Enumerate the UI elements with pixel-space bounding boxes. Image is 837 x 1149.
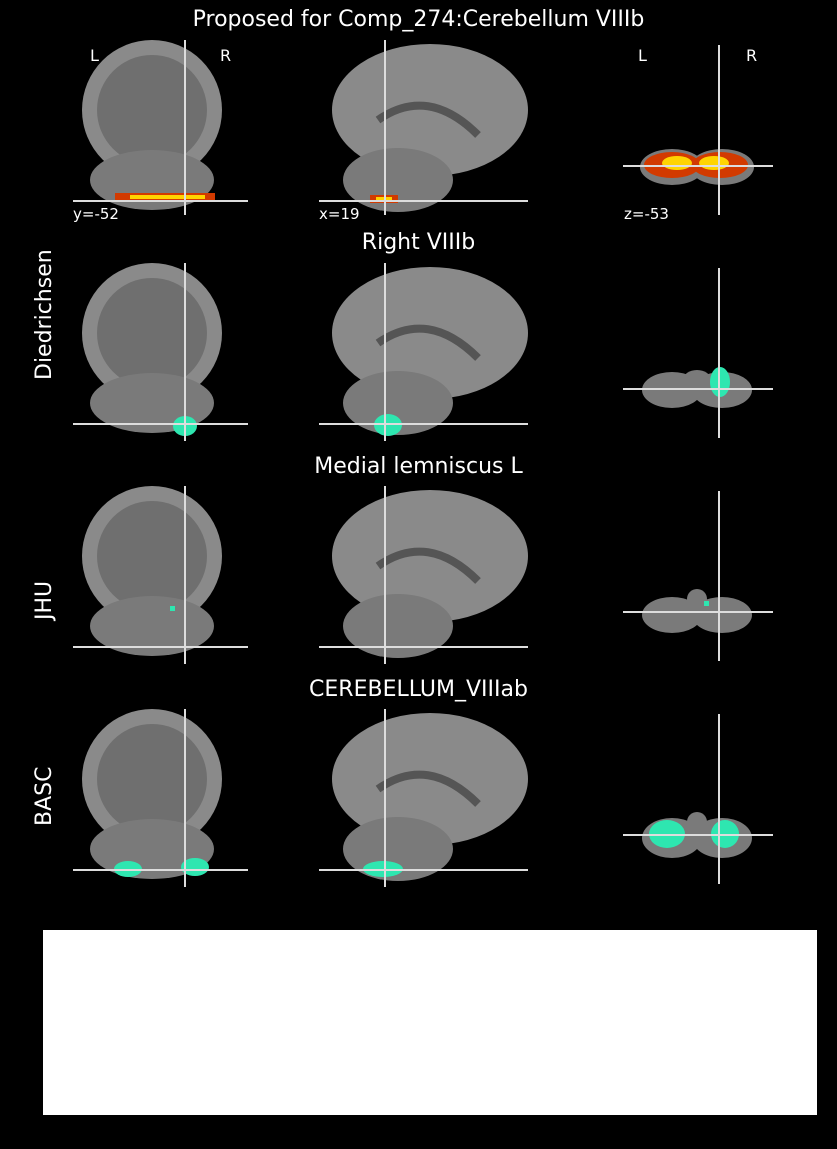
row-title-diedrichsen: Right VIIIb — [361, 230, 476, 255]
coronal-view-proposed — [73, 40, 248, 215]
row-title-basc: CEREBELLUM_VIIIab — [309, 677, 528, 702]
row-label-basc: BASC — [32, 766, 57, 826]
coronal-view-diedrichsen — [73, 263, 248, 441]
row-title-jhu: Medial lemniscus L — [314, 454, 523, 479]
coord-y: y=-52 — [73, 205, 119, 223]
figure-title: Proposed for Comp_274:Cerebellum VIIIb — [192, 7, 645, 32]
sagittal-view-jhu — [319, 486, 528, 664]
axial-view-basc — [623, 714, 773, 884]
coronal-view-basc — [73, 709, 248, 887]
left-marker: L — [90, 46, 99, 65]
coord-z: z=-53 — [624, 205, 669, 223]
sagittal-view-diedrichsen — [319, 263, 528, 441]
coord-x: x=19 — [319, 205, 360, 223]
blank-panel — [43, 930, 817, 1115]
right-marker-axial: R — [746, 46, 758, 65]
left-marker-axial: L — [638, 46, 647, 65]
axial-view-jhu — [623, 491, 773, 661]
row-label-jhu: JHU — [32, 580, 57, 620]
sagittal-view-proposed — [319, 40, 528, 215]
right-marker: R — [220, 46, 232, 65]
row-label-diedrichsen: Diedrichsen — [32, 249, 57, 380]
axial-view-diedrichsen — [623, 268, 773, 438]
sagittal-view-basc — [319, 709, 528, 887]
axial-view-proposed — [623, 45, 773, 215]
coronal-view-jhu — [73, 486, 248, 664]
